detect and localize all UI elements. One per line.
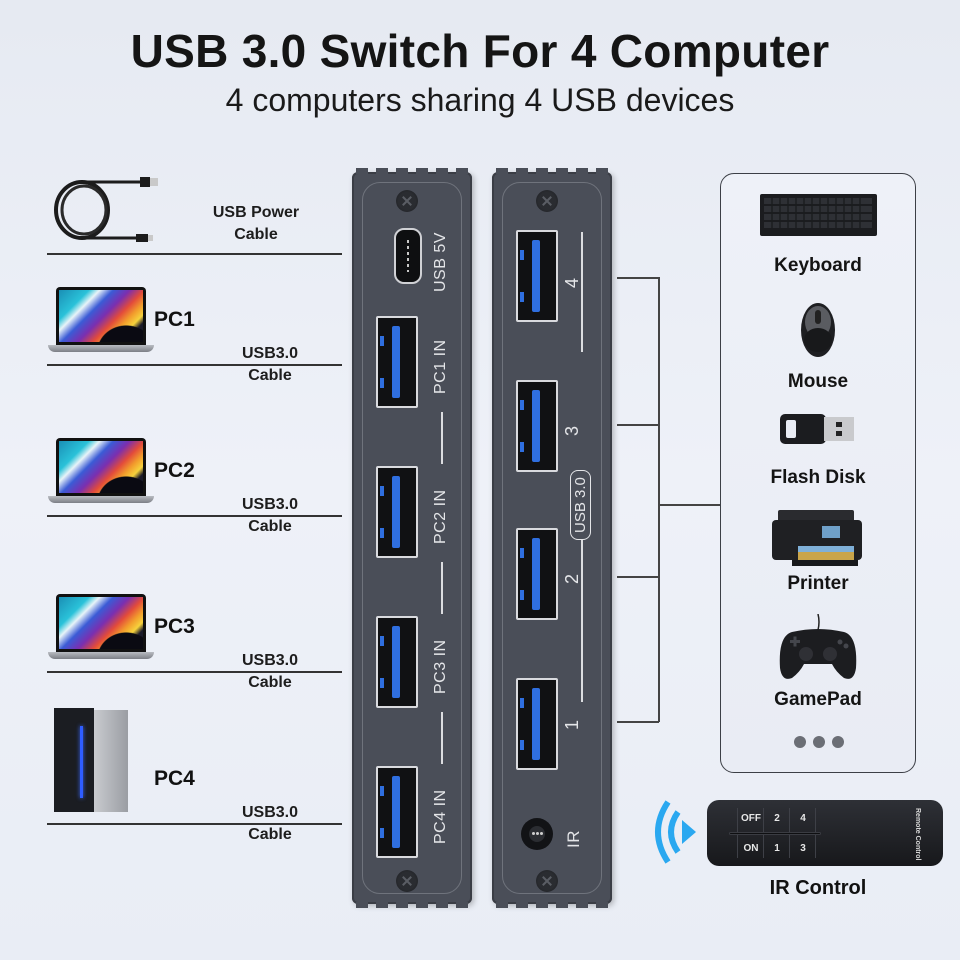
usb-port-3[interactable] bbox=[516, 380, 558, 472]
pc1-in-port[interactable] bbox=[376, 316, 418, 408]
divider bbox=[581, 232, 583, 352]
divider bbox=[581, 497, 583, 702]
remote-off-button[interactable]: OFF bbox=[741, 812, 761, 824]
remote-button-4[interactable]: 4 bbox=[800, 812, 806, 824]
switch-input-panel: USB 5V PC1 IN PC2 IN PC3 IN PC4 IN bbox=[352, 168, 472, 908]
gamepad-icon bbox=[778, 613, 858, 684]
usb-port-2[interactable] bbox=[516, 528, 558, 620]
divider bbox=[441, 712, 443, 764]
flash-disk-icon bbox=[780, 412, 856, 446]
remote-brand-text: Remote Control bbox=[914, 808, 921, 861]
printer-icon bbox=[772, 510, 864, 568]
pc2-in-port[interactable] bbox=[376, 466, 418, 558]
micro-usb-power-port[interactable] bbox=[394, 228, 422, 284]
pc1-cable-line1: USB3.0 bbox=[241, 345, 299, 362]
usb-port-4[interactable] bbox=[516, 230, 558, 322]
desktop-tower-icon bbox=[54, 708, 134, 816]
screw-icon bbox=[396, 870, 418, 892]
power-cable-label-line1: USB Power bbox=[212, 204, 300, 221]
switch-output-panel: 4 3 USB 3.0 2 1 IR bbox=[492, 168, 612, 908]
remote-button-1[interactable]: 1 bbox=[774, 842, 780, 854]
ir-control-label: IR Control bbox=[769, 877, 867, 899]
pc1-in-label: PC1 IN bbox=[432, 339, 449, 394]
mouse-icon bbox=[800, 302, 836, 358]
laptop-icon bbox=[48, 594, 154, 664]
usb-port-1[interactable] bbox=[516, 678, 558, 770]
pc3-in-label: PC3 IN bbox=[432, 639, 449, 694]
wireless-signal-icon bbox=[652, 800, 702, 864]
screw-icon bbox=[536, 190, 558, 212]
laptop-icon bbox=[48, 438, 154, 508]
pc4-cable-line1: USB3.0 bbox=[241, 804, 299, 821]
pc4-cable-label: USB3.0 Cable bbox=[230, 802, 310, 846]
ir-receiver-port bbox=[521, 818, 553, 850]
power-cable-label-line2: Cable bbox=[234, 226, 278, 243]
connector-line bbox=[617, 277, 659, 279]
divider bbox=[47, 253, 342, 255]
flash-disk-label: Flash Disk bbox=[770, 467, 866, 488]
pc2-cable-line1: USB3.0 bbox=[241, 496, 299, 513]
divider bbox=[47, 671, 342, 673]
ir-remote-control: OFF 2 4 ON 1 3 Remote Control bbox=[707, 800, 943, 866]
connector-line bbox=[617, 424, 659, 426]
remote-button-3[interactable]: 3 bbox=[800, 842, 806, 854]
connector-line bbox=[617, 721, 659, 723]
pc4-label: PC4 bbox=[154, 767, 195, 790]
pc2-cable-label: USB3.0 Cable bbox=[230, 494, 310, 538]
laptop-icon bbox=[48, 287, 154, 357]
keyboard-label: Keyboard bbox=[774, 255, 862, 276]
pc1-cable-label: USB3.0 Cable bbox=[230, 343, 310, 387]
port-4-label: 4 bbox=[562, 277, 582, 288]
remote-button-2[interactable]: 2 bbox=[774, 812, 780, 824]
pc1-cable-line2: Cable bbox=[248, 367, 292, 384]
port-1-label: 1 bbox=[562, 719, 582, 730]
screw-icon bbox=[536, 870, 558, 892]
divider bbox=[47, 515, 342, 517]
pc3-cable-line2: Cable bbox=[248, 674, 292, 691]
divider bbox=[47, 364, 342, 366]
connector-line bbox=[658, 504, 720, 506]
pc1-label: PC1 bbox=[154, 308, 195, 331]
pc3-cable-line1: USB3.0 bbox=[241, 652, 299, 669]
pc4-in-port[interactable] bbox=[376, 766, 418, 858]
keyboard-icon bbox=[760, 194, 877, 236]
page-title: USB 3.0 Switch For 4 Computer bbox=[130, 25, 830, 77]
connector-line bbox=[617, 576, 659, 578]
connector-line bbox=[658, 277, 660, 722]
mouse-label: Mouse bbox=[787, 371, 849, 392]
usb-5v-label: USB 5V bbox=[432, 232, 449, 292]
pc4-cable-line2: Cable bbox=[248, 826, 292, 843]
screw-icon bbox=[396, 190, 418, 212]
divider bbox=[441, 562, 443, 614]
power-cable-label: USB Power Cable bbox=[200, 202, 312, 246]
divider bbox=[47, 823, 342, 825]
pc2-label: PC2 bbox=[154, 459, 195, 482]
usb-cable-icon bbox=[52, 176, 162, 246]
pc3-label: PC3 bbox=[154, 615, 195, 638]
pc2-in-label: PC2 IN bbox=[432, 489, 449, 544]
usb-devices-box bbox=[720, 173, 916, 773]
more-dots-icon bbox=[794, 736, 844, 748]
printer-label: Printer bbox=[787, 573, 849, 594]
pc3-in-port[interactable] bbox=[376, 616, 418, 708]
remote-on-button[interactable]: ON bbox=[743, 842, 759, 854]
pc4-in-label: PC4 IN bbox=[432, 789, 449, 844]
divider bbox=[441, 412, 443, 464]
port-3-label: 3 bbox=[562, 425, 582, 436]
page-subtitle: 4 computers sharing 4 USB devices bbox=[225, 82, 735, 118]
ir-label: IR bbox=[564, 830, 583, 848]
usb-3-badge: USB 3.0 bbox=[570, 470, 591, 540]
pc3-cable-label: USB3.0 Cable bbox=[230, 650, 310, 694]
gamepad-label: GamePad bbox=[774, 689, 862, 710]
port-2-label: 2 bbox=[562, 573, 582, 584]
pc2-cable-line2: Cable bbox=[248, 518, 292, 535]
